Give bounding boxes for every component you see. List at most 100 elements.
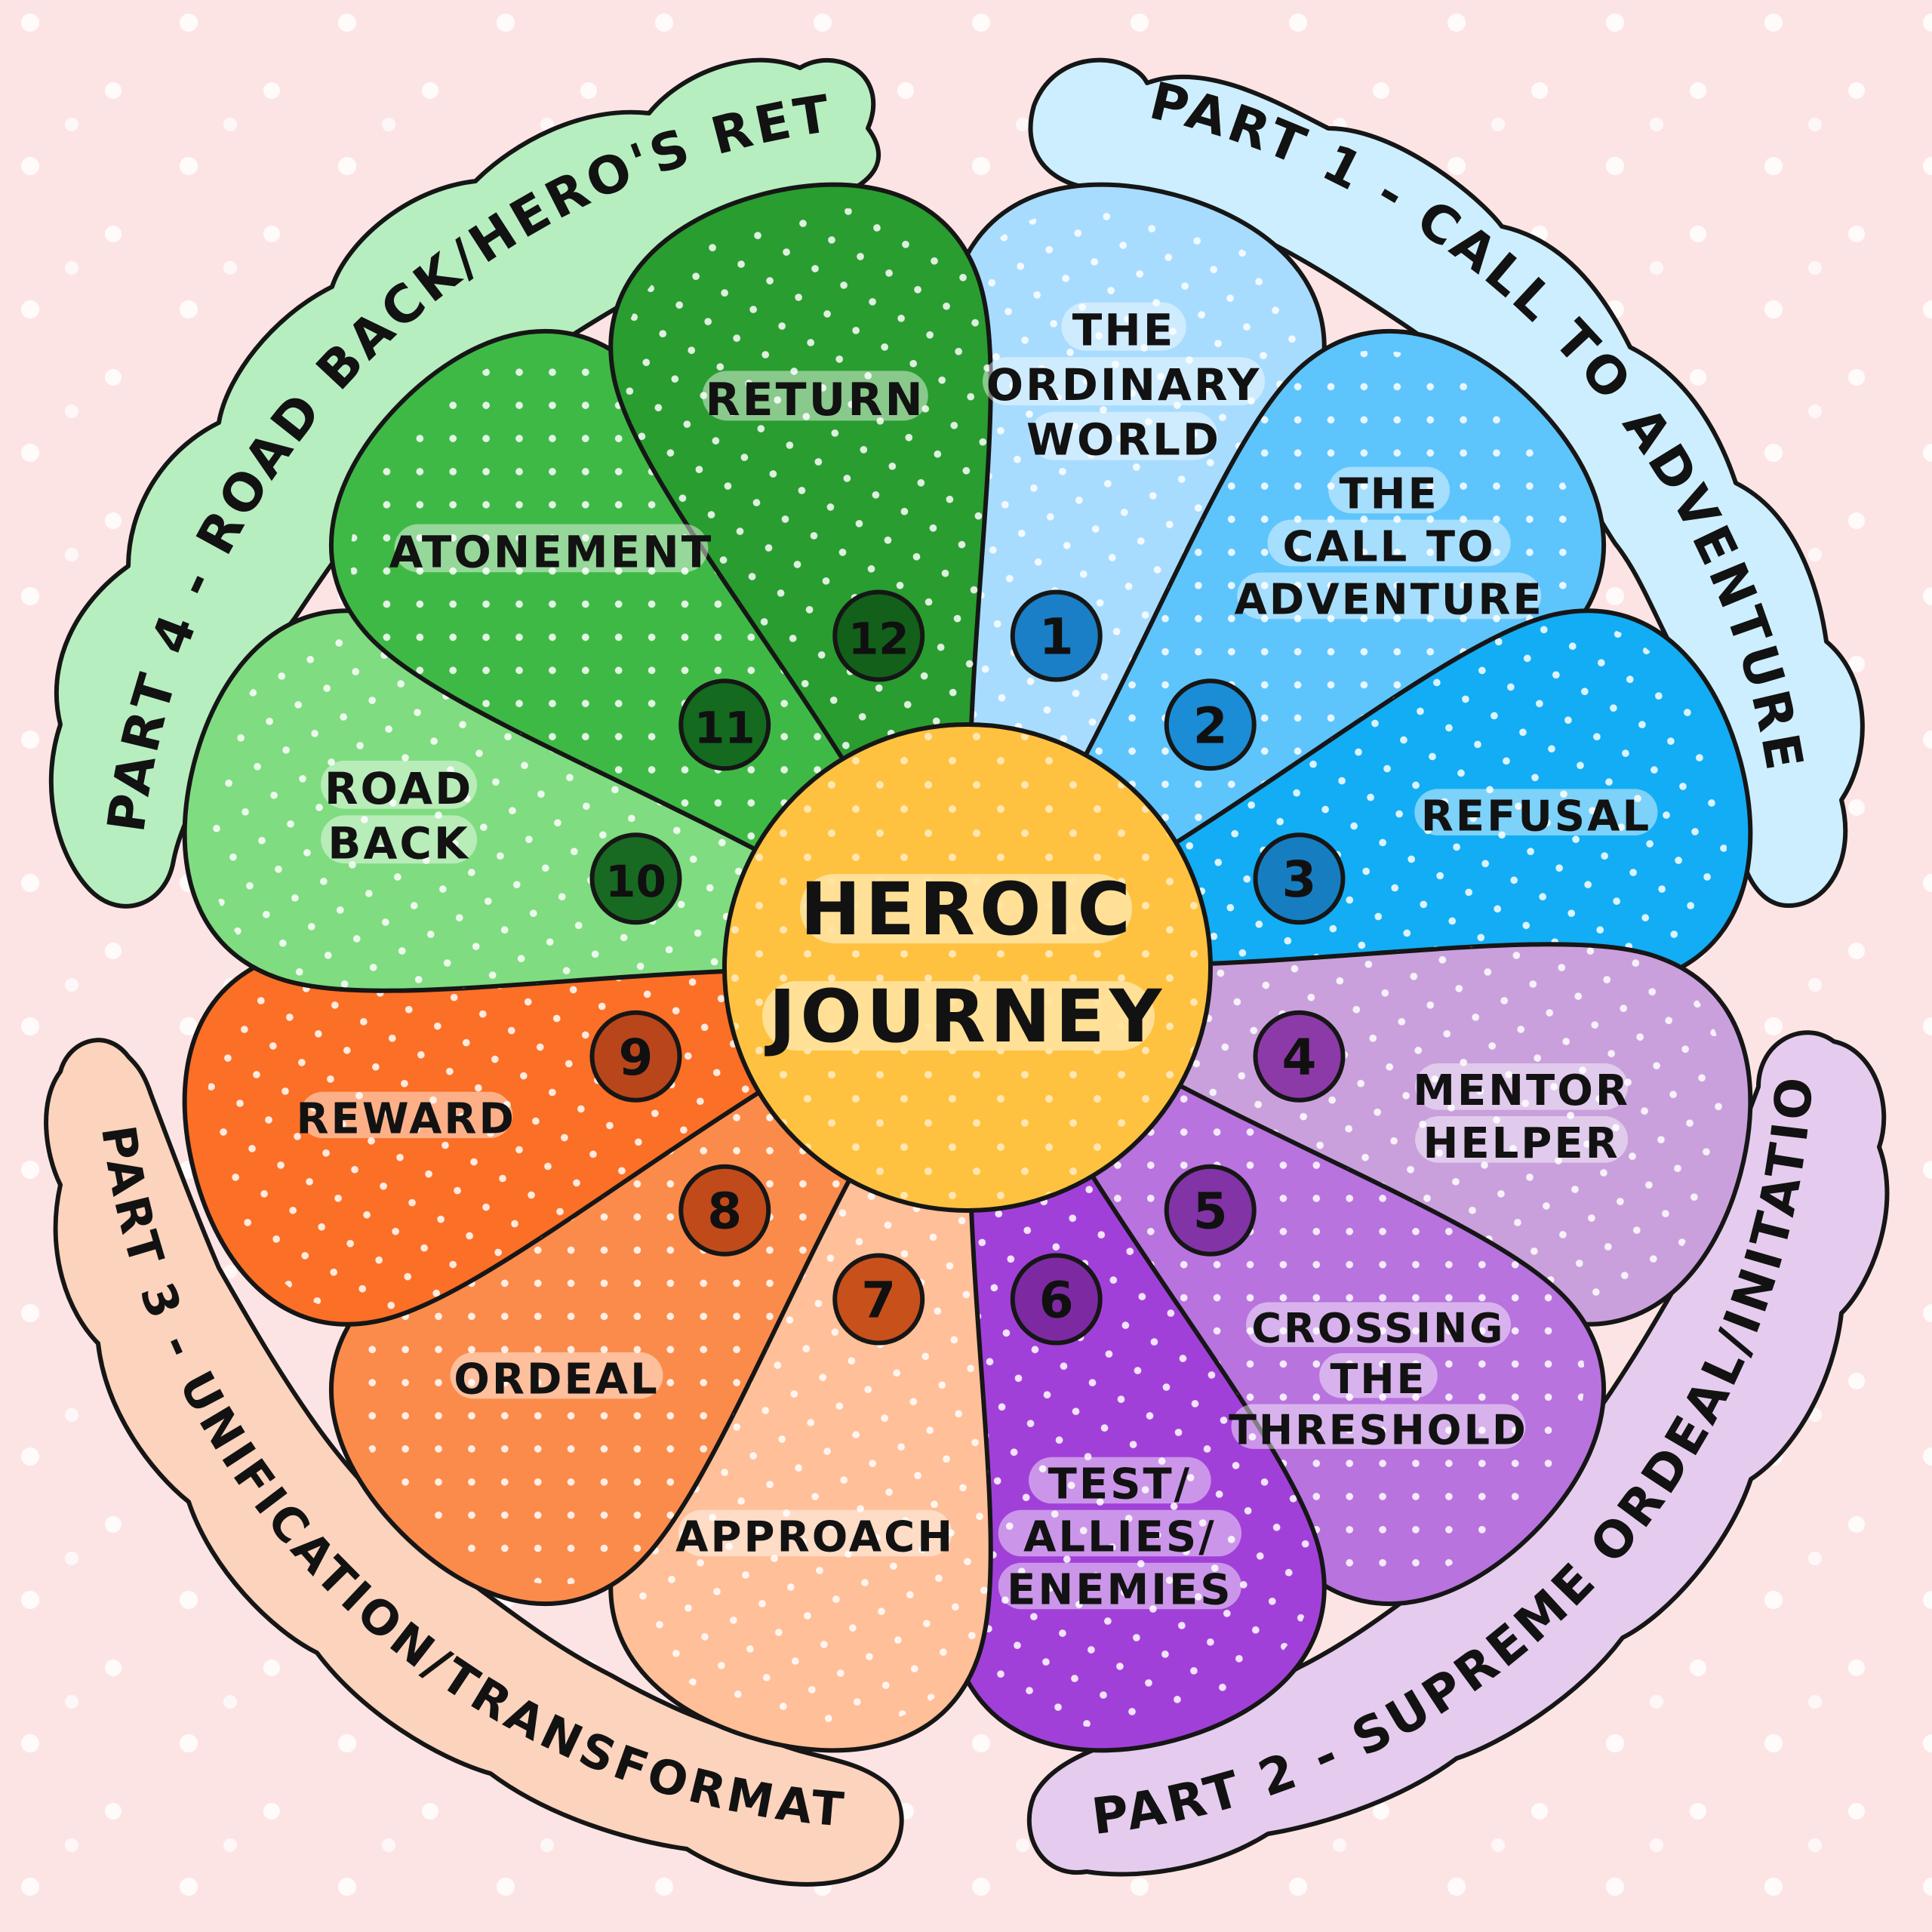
- stage-10-number: 10: [605, 856, 666, 907]
- stage-5-badge-circle: [1164, 1164, 1257, 1257]
- stage-4-badge: 4: [1253, 1010, 1346, 1103]
- stage-6-label: TEST/ALLIES/ENEMIES: [998, 1457, 1241, 1615]
- center-title-line-1: HEROIC: [800, 867, 1135, 952]
- stage-11-label-line: ATONEMENT: [389, 526, 714, 577]
- stage-5-label-line: THRESHOLD: [1229, 1406, 1528, 1454]
- part-banner-1-cloud: [1028, 57, 1865, 908]
- stage-6-label-line: ALLIES/: [1023, 1513, 1217, 1562]
- stage-4-label-highlight: [1415, 1115, 1629, 1163]
- stage-5-label-highlight: [1319, 1352, 1438, 1398]
- stage-4-label-line: MENTOR: [1413, 1066, 1630, 1115]
- stage-10-label-line: ROAD: [325, 763, 473, 814]
- stage-5-label-highlight: [1245, 1302, 1511, 1347]
- stage-4-label-highlight: [1415, 1063, 1629, 1110]
- stage-7-badge-circle: [832, 1253, 925, 1346]
- stage-6-label-highlight: [998, 1509, 1241, 1557]
- stage-3-label-line: REFUSAL: [1421, 792, 1651, 841]
- stage-7-number: 7: [861, 1271, 896, 1329]
- stage-12-label-line: RETURN: [705, 374, 924, 426]
- stage-9-badge-circle: [589, 1010, 682, 1103]
- stage-2-label-highlight: [1237, 572, 1542, 620]
- stage-5-label-highlight: [1231, 1404, 1526, 1449]
- stage-4-label-line: HELPER: [1423, 1119, 1620, 1168]
- stage-4-number: 4: [1282, 1029, 1317, 1087]
- stage-2-badge: 2: [1164, 678, 1257, 771]
- stage-8-badge: 8: [678, 1164, 771, 1257]
- stage-10-label-highlight: [321, 815, 478, 864]
- stage-5-label-line: CROSSING: [1251, 1304, 1505, 1352]
- stage-10-label-highlight: [321, 760, 478, 809]
- stage-12-number: 12: [848, 614, 909, 665]
- part-banner-3: [44, 1038, 904, 1887]
- stage-7-badge: 7: [832, 1253, 925, 1346]
- stage-3-badge-circle: [1253, 832, 1346, 925]
- stage-11-number: 11: [694, 702, 755, 753]
- stage-1-badge-circle: [1010, 589, 1103, 682]
- stage-1-label-line: ORDINARY: [986, 359, 1262, 411]
- stage-3-label: REFUSAL: [1414, 789, 1658, 841]
- stage-10-badge: 10: [589, 832, 682, 925]
- stage-9-label-highlight: [300, 1091, 513, 1139]
- center-highlight-1: [800, 874, 1132, 943]
- stage-9-number: 9: [619, 1029, 654, 1087]
- stage-9-label-line: REWARD: [296, 1094, 516, 1143]
- stage-2-number: 2: [1193, 697, 1228, 755]
- stage-6-label-highlight: [1029, 1457, 1211, 1504]
- stage-1-label-highlight: [1029, 411, 1218, 460]
- stage-12-badge-circle: [832, 589, 925, 682]
- stage-12-badge: 12: [832, 589, 925, 682]
- stage-9-badge: 9: [589, 1010, 682, 1103]
- stage-5-number: 5: [1193, 1183, 1228, 1241]
- center-title-line-2: JOURNEY: [764, 974, 1167, 1059]
- stage-1-label-highlight: [1061, 302, 1186, 351]
- stage-3-number: 3: [1282, 851, 1317, 909]
- stage-6-label-highlight: [998, 1562, 1241, 1610]
- stage-11-badge-circle: [678, 678, 771, 771]
- stage-8-label-highlight: [450, 1352, 663, 1399]
- stage-2-label-line: THE: [1339, 470, 1438, 519]
- stage-11-label: ATONEMENT: [389, 524, 714, 577]
- center-highlight-2: [762, 981, 1155, 1051]
- stage-3-badge: 3: [1253, 832, 1346, 925]
- stage-6-label-line: ENEMIES: [1007, 1566, 1233, 1615]
- stage-2-badge-circle: [1164, 678, 1257, 771]
- stage-12-label: RETURN: [702, 371, 928, 426]
- stage-12-label-highlight: [702, 371, 928, 421]
- center-disc: HEROIC JOURNEY: [722, 722, 1213, 1213]
- stage-6-number: 6: [1039, 1271, 1074, 1329]
- stage-10-badge-circle: [589, 832, 682, 925]
- stage-7-label-line: APPROACH: [675, 1513, 955, 1562]
- stage-8-number: 8: [707, 1183, 742, 1241]
- center-dots: [728, 728, 1208, 1208]
- stage-8-label: ORDEAL: [450, 1352, 663, 1404]
- stage-4-badge-circle: [1253, 1010, 1346, 1103]
- stage-1-label-line: THE: [1072, 305, 1176, 356]
- stage-11-badge: 11: [678, 678, 771, 771]
- stage-7-label-highlight: [678, 1509, 952, 1557]
- stage-7-label: APPROACH: [675, 1509, 955, 1562]
- stage-6-badge: 6: [1010, 1253, 1103, 1346]
- stage-1-label-line: WORLD: [1026, 414, 1221, 466]
- stage-8-label-line: ORDEAL: [454, 1355, 660, 1404]
- stage-2-label-highlight: [1267, 519, 1511, 567]
- stage-1-number: 1: [1039, 608, 1074, 666]
- stage-5-label-line: THE: [1331, 1355, 1427, 1403]
- part-banner-3-cloud: [44, 1038, 904, 1887]
- stage-1-badge: 1: [1010, 589, 1103, 682]
- stage-10-label-line: BACK: [328, 817, 470, 869]
- stage-1-label-highlight: [983, 357, 1266, 406]
- stage-2-label-line: ADVENTURE: [1234, 576, 1543, 625]
- part-banner-1: [1028, 57, 1865, 908]
- stage-11-label-highlight: [394, 524, 709, 573]
- stage-5-badge: 5: [1164, 1164, 1257, 1257]
- stage-9-label: REWARD: [296, 1091, 516, 1143]
- stage-6-label-line: TEST/: [1048, 1460, 1192, 1509]
- stage-6-badge-circle: [1010, 1253, 1103, 1346]
- stage-2-label-line: CALL TO: [1283, 523, 1496, 572]
